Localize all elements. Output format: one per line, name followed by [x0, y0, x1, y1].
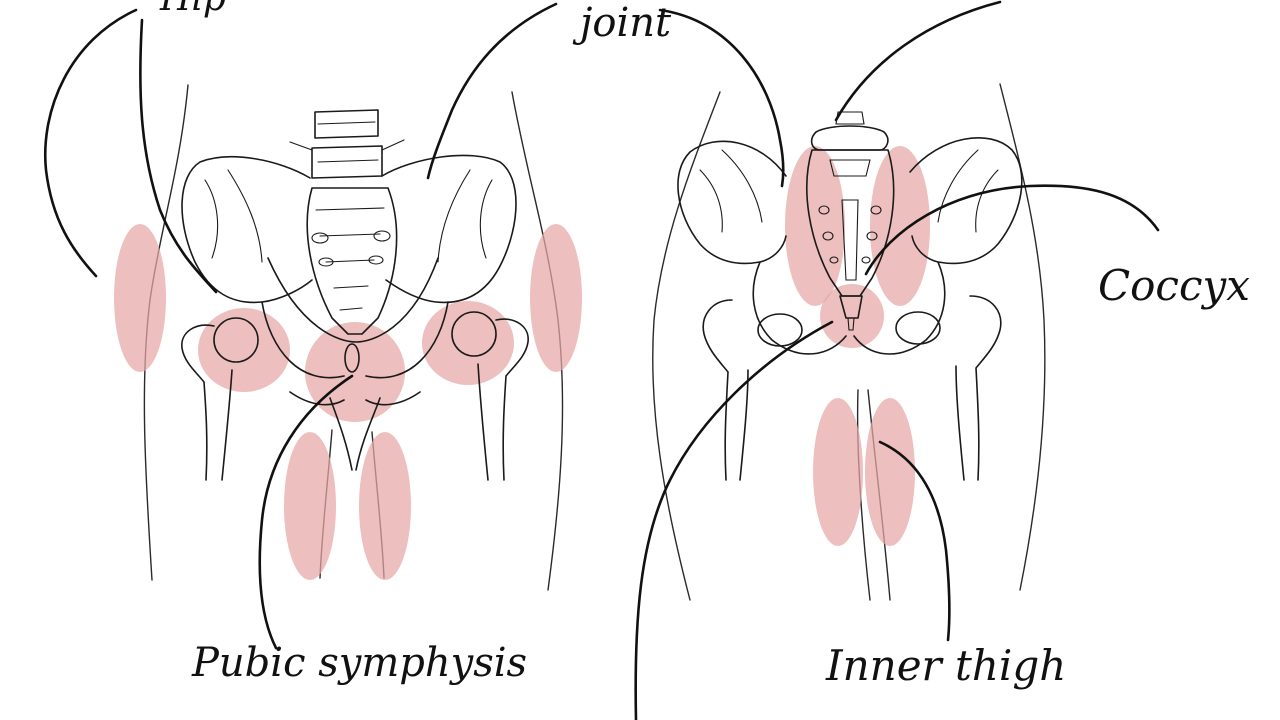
back-obturator-left — [757, 313, 803, 347]
front-sacrum — [306, 187, 398, 335]
back-pelvis-view: joint Coccyx Inner thigh — [572, 0, 1250, 720]
pain-zone-pubic-symphysis — [305, 322, 405, 422]
leader-sacroiliac-back — [834, 0, 1002, 122]
front-femur-right — [477, 318, 529, 481]
front-ilium-left — [181, 156, 313, 304]
pain-zone-sacroiliac-left — [785, 146, 845, 306]
label-joint: joint — [572, 0, 672, 46]
front-lumbar-vertebra-1 — [314, 109, 379, 139]
pain-zone-outer-hip-left — [114, 224, 166, 372]
front-pelvis-view: Hip Pubic symphysis — [43, 0, 582, 686]
leader-sacroiliac-front — [426, 2, 558, 180]
back-ilium-right — [909, 137, 1023, 265]
back-pelvis-bones — [677, 111, 1023, 481]
front-ilium-right — [381, 154, 517, 304]
back-femur-left — [702, 299, 749, 481]
label-pubic-symphysis: Pubic symphysis — [191, 640, 527, 686]
leader-hip-outer — [43, 8, 138, 278]
leader-pelvic-floor — [634, 320, 834, 720]
leader-inner-thigh — [878, 440, 951, 642]
front-pelvis-bones — [181, 109, 529, 481]
pain-zone-outer-hip-right — [530, 224, 582, 372]
back-body-outline-right — [999, 83, 1046, 591]
back-pain-zones — [785, 146, 930, 546]
pain-zone-coccyx — [820, 284, 884, 348]
pain-zone-inner-thigh-right — [359, 432, 411, 580]
front-pain-zones — [114, 224, 582, 580]
back-body-outline-left — [652, 91, 721, 601]
leader-coccyx — [864, 184, 1160, 276]
pain-zone-inner-thigh-back-right — [865, 398, 915, 546]
label-coccyx: Coccyx — [1098, 261, 1250, 310]
front-pubic-arch — [261, 301, 449, 379]
label-inner-thigh: Inner thigh — [825, 641, 1066, 690]
leader-hip-joint — [139, 18, 218, 294]
pain-zone-hip-joint-right — [422, 301, 514, 385]
leader-pubic-symphysis — [258, 374, 354, 650]
pain-zone-sacroiliac-right — [870, 146, 930, 306]
pain-zone-inner-thigh-back-left — [813, 398, 863, 546]
back-coccyx — [839, 295, 863, 319]
front-pelvic-brim — [267, 257, 439, 343]
back-obturator-right — [895, 311, 941, 345]
label-hip: Hip — [159, 0, 226, 19]
leader-joint-back — [658, 8, 785, 188]
front-femur-left — [181, 324, 233, 481]
back-ilium-left — [677, 140, 787, 265]
pain-zone-inner-thigh-left — [284, 432, 336, 580]
back-lumbar-vertebra — [810, 125, 889, 151]
pain-zone-hip-joint-left — [198, 308, 290, 392]
back-pelvic-ring — [752, 261, 946, 355]
back-femur-right — [955, 295, 1002, 481]
